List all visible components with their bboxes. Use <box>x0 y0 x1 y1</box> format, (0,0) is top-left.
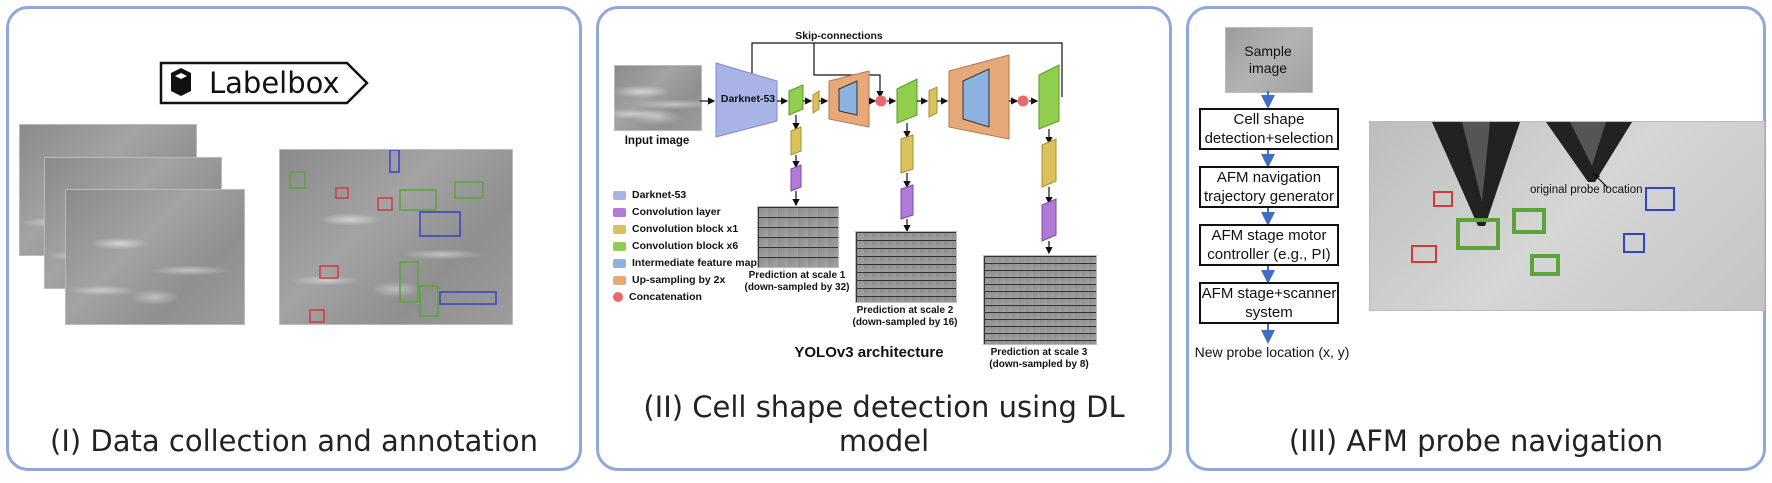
panel2-caption: (II) Cell shape detection using DL model <box>643 390 1125 458</box>
concat-node-2 <box>1017 95 1029 107</box>
afm-overlay <box>1411 122 1675 276</box>
legend-conv-block-x1: Convolution block x1 <box>613 223 738 235</box>
legend-upsampling: Up-sampling by 2x <box>613 274 725 286</box>
conv-block-x6-1 <box>788 84 804 116</box>
probe-annotation-label: original probe location <box>1530 184 1643 196</box>
legend-concatenation: Concatenation <box>613 291 702 303</box>
labelbox-logo-frame <box>159 61 369 105</box>
conv-block-x6-2 <box>896 78 918 124</box>
flow-arrows <box>1261 91 1275 344</box>
panel-data-collection: Labelbox (I) Data collection and annotat… <box>6 6 582 471</box>
prediction-scale3-line1: Prediction at scale 3 <box>990 347 1088 358</box>
prediction-scale3-line2: (down-sampled by 8) <box>989 359 1089 370</box>
legend-conv-layer: Convolution layer <box>613 206 721 218</box>
panel-yolo-detection: Input image <box>596 6 1172 471</box>
labelbox-logo: Labelbox <box>159 61 371 105</box>
concat-node-1 <box>875 95 887 107</box>
annotated-image <box>279 149 513 325</box>
skip-connection-line-2 <box>813 43 884 99</box>
prediction-scale1-line2: (down-sampled by 32) <box>744 282 850 293</box>
yolo-architecture-diagram <box>700 42 1063 255</box>
prediction-scale1-line1: Prediction at scale 1 <box>748 270 846 281</box>
conv-block-x1-b <box>928 86 938 118</box>
input-image-label: Input image <box>624 135 690 147</box>
skip-connection-line-1 <box>751 42 1063 97</box>
conv-block-x1-a <box>812 90 820 114</box>
sample-image-label-1: Sample <box>1244 43 1292 59</box>
skip-connections-label: Skip-connections <box>795 30 883 42</box>
legend-darknet53: Darknet-53 <box>613 189 686 201</box>
prediction-scale2-line2: (down-sampled by 16) <box>852 317 958 328</box>
sample-image-label-2: image <box>1248 60 1288 76</box>
sample-image <box>1225 27 1313 93</box>
darknet53-label: Darknet-53 <box>720 93 776 105</box>
darknet53-block <box>715 62 778 138</box>
input-image <box>614 65 702 131</box>
prediction-grid-scale2 <box>855 231 957 303</box>
panel3-caption: (III) AFM probe navigation <box>1288 424 1664 458</box>
labelbox-logo-text: Labelbox <box>209 66 340 100</box>
yolo-architecture-title: YOLOv3 architecture <box>794 344 944 361</box>
prediction-scale2-line1: Prediction at scale 2 <box>856 305 954 316</box>
panel1-caption: (I) Data collection and annotation <box>50 424 538 458</box>
prediction-grid-scale1 <box>757 206 839 268</box>
legend-feature-map: Intermediate feature map <box>613 257 757 269</box>
raw-image-front <box>65 189 245 325</box>
legend-conv-block-x6: Convolution block x6 <box>613 240 738 252</box>
conv-block-x6-3 <box>1038 64 1060 130</box>
new-probe-location-label: New probe location (x, y) <box>1194 344 1350 360</box>
annotation-boxes <box>289 150 497 323</box>
afm-probe-image: original probe location <box>1369 121 1765 311</box>
prediction-grid-scale3 <box>983 255 1097 345</box>
